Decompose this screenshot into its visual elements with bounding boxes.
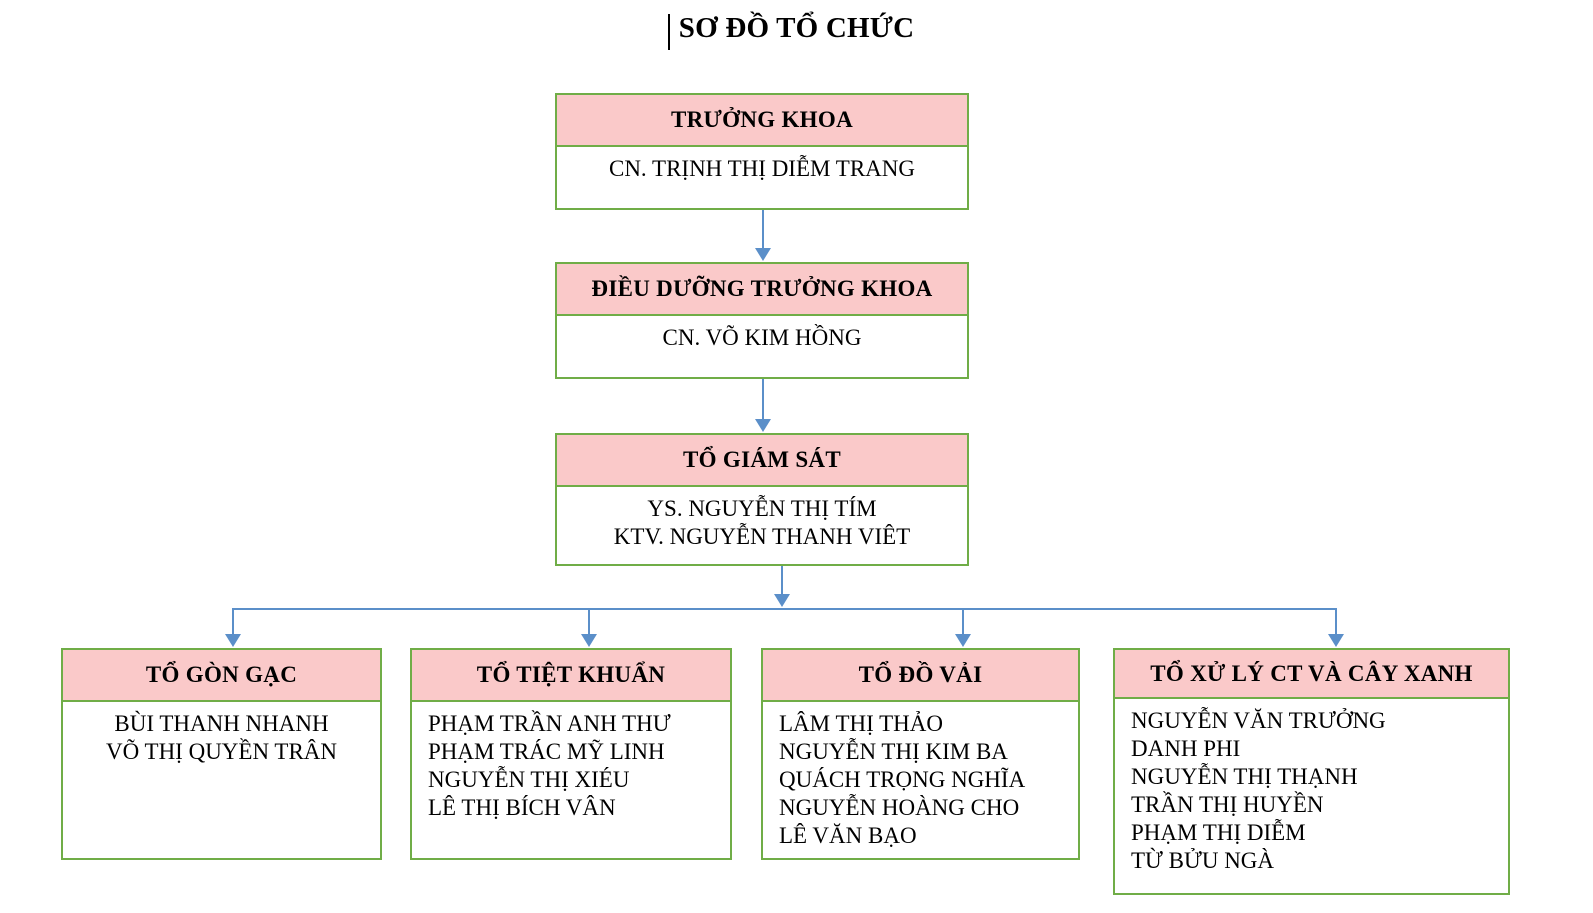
connector-horizontal-bus (232, 608, 1337, 610)
node-truong-khoa-title: TRƯỞNG KHOA (557, 95, 967, 147)
node-to-giam-sat-members: YS. NGUYỄN THỊ TÍM KTV. NGUYỄN THANH VIÊ… (613, 496, 911, 550)
page-title: SƠ ĐỒ TỔ CHỨC (678, 12, 915, 44)
connector-dieu-duong-to-to-giam-sat (762, 379, 764, 421)
node-truong-khoa[interactable]: TRƯỞNG KHOA CN. TRỊNH THỊ DIỄM TRANG (555, 93, 969, 210)
node-to-xu-ly-ct-va-cay-xanh-title: TỔ XỬ LÝ CT VÀ CÂY XANH (1115, 650, 1508, 699)
arrow-head-to-tiet-khuan (581, 634, 597, 647)
node-dieu-duong-truong-khoa[interactable]: ĐIỀU DƯỠNG TRƯỞNG KHOA CN. VÕ KIM HỒNG (555, 262, 969, 379)
connector-bus-to-to-xu-ly (1335, 608, 1337, 638)
node-to-xu-ly-ct-va-cay-xanh-members: NGUYỄN VĂN TRƯỞNG DANH PHI NGUYỄN THỊ TH… (1131, 708, 1386, 874)
arrow-head-truong-khoa-to-dieu-duong (755, 248, 771, 261)
node-to-tiet-khuan[interactable]: TỔ TIỆT KHUẨN PHẠM TRẦN ANH THƯ PHẠM TRÁ… (410, 648, 732, 860)
node-to-tiet-khuan-members: PHẠM TRẦN ANH THƯ PHẠM TRÁC MỸ LINH NGUY… (428, 711, 671, 821)
node-to-tiet-khuan-title: TỔ TIỆT KHUẨN (412, 650, 730, 702)
node-dieu-duong-truong-khoa-title: ĐIỀU DƯỠNG TRƯỞNG KHOA (557, 264, 967, 316)
connector-bus-to-to-do-vai (962, 608, 964, 638)
text-caret (668, 14, 670, 50)
arrow-head-to-do-vai (955, 634, 971, 647)
node-truong-khoa-members: CN. TRỊNH THỊ DIỄM TRANG (608, 156, 916, 181)
node-to-do-vai-members: LÂM THỊ THẢO NGUYỄN THỊ KIM BA QUÁCH TRỌ… (779, 711, 1026, 849)
arrow-head-to-gon-gac (225, 634, 241, 647)
node-to-xu-ly-ct-va-cay-xanh[interactable]: TỔ XỬ LÝ CT VÀ CÂY XANH NGUYỄN VĂN TRƯỞN… (1113, 648, 1510, 895)
node-to-gon-gac[interactable]: TỔ GÒN GẠC BÙI THANH NHANH VÕ THỊ QUYỀN … (61, 648, 382, 860)
node-to-giam-sat-title: TỔ GIÁM SÁT (557, 435, 967, 487)
node-to-do-vai[interactable]: TỔ ĐỒ VẢI LÂM THỊ THẢO NGUYỄN THỊ KIM BA… (761, 648, 1080, 860)
connector-truong-khoa-to-dieu-duong (762, 210, 764, 252)
node-dieu-duong-truong-khoa-members: CN. VÕ KIM HỒNG (662, 325, 862, 350)
node-to-do-vai-title: TỔ ĐỒ VẢI (763, 650, 1078, 702)
connector-bus-to-to-tiet-khuan (588, 608, 590, 638)
arrow-head-to-xu-ly (1328, 634, 1344, 647)
connector-bus-to-to-gon-gac (232, 608, 234, 638)
node-to-gon-gac-title: TỔ GÒN GẠC (63, 650, 380, 702)
connector-to-giam-sat-stem (781, 566, 783, 596)
node-to-gon-gac-members: BÙI THANH NHANH VÕ THỊ QUYỀN TRÂN (105, 711, 338, 765)
arrow-head-dieu-duong-to-to-giam-sat (755, 419, 771, 432)
node-to-giam-sat[interactable]: TỔ GIÁM SÁT YS. NGUYỄN THỊ TÍM KTV. NGUY… (555, 433, 969, 566)
arrow-head-to-giam-sat-stem (774, 594, 790, 607)
